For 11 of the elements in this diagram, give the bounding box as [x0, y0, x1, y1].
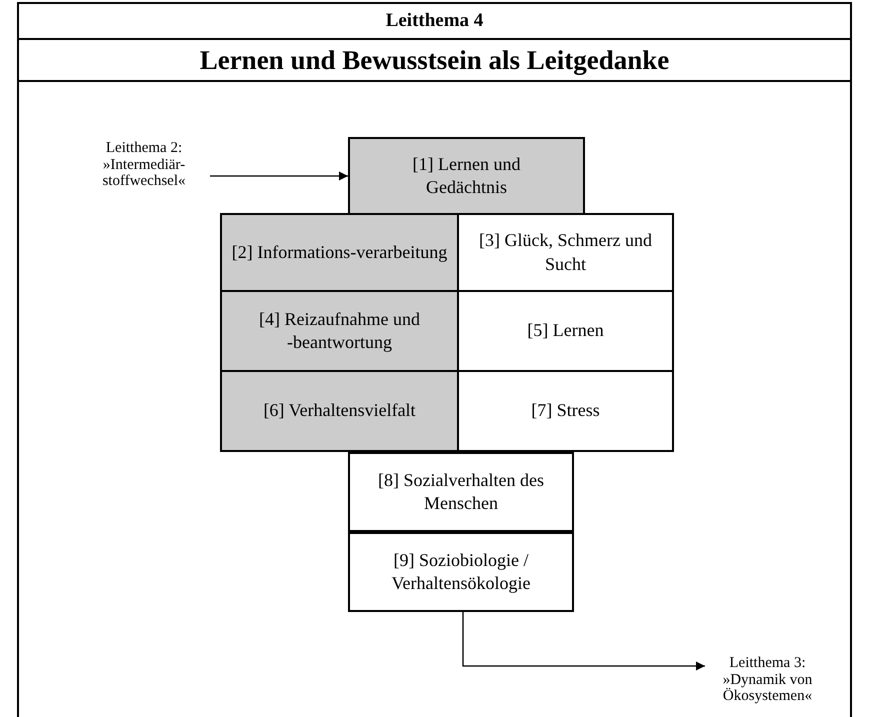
topic-box: [4] Reizaufnahme und -beantwortung [220, 290, 459, 372]
topic-box: [1] Lernen und Gedächtnis [348, 137, 585, 215]
topic-box: [7] Stress [457, 370, 674, 452]
topic-box: [8] Sozialverhalten des Menschen [348, 452, 574, 532]
arrow [210, 172, 348, 180]
topic-box: [6] Verhaltensvielfalt [220, 370, 459, 452]
topic-text: Leitthema 3: »Dynamik von Ökosystemen« [705, 650, 830, 710]
topic-text: Leitthema 2: »Intermediär-stoffwechsel« [82, 140, 206, 190]
arrow [462, 612, 705, 670]
topic-box: [2] Informations-verarbeitung [220, 213, 459, 292]
topic-box: [9] Soziobiologie / Verhaltensökologie [348, 532, 574, 612]
